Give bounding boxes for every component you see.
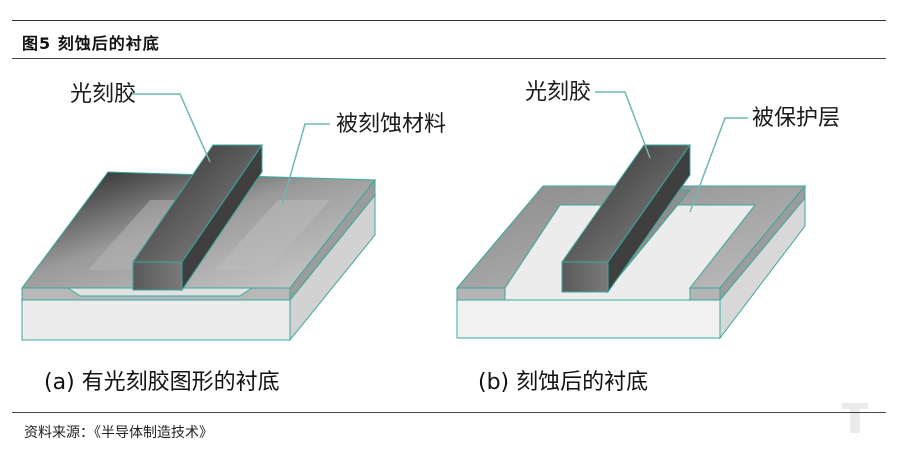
panel-a-leader-etched (281, 123, 330, 206)
panel-a-leader-photoresist (130, 93, 211, 163)
panel-b-label-protected-layer: 被保护层 (752, 106, 840, 131)
footer-rule (12, 412, 886, 413)
figure-title: 图5 刻蚀后的衬底 (22, 34, 160, 53)
header-bottom-rule (12, 58, 886, 59)
panel-b-substrate-front (456, 299, 721, 339)
watermark-logo (842, 403, 868, 433)
panel-b-resist-side (607, 143, 691, 294)
panel-a-label-photoresist: 光刻胶 (70, 82, 136, 107)
panel-a-structure (20, 143, 377, 342)
panel-a-resist-side (181, 143, 263, 292)
panel-a-caption: (a) 有光刻胶图形的衬底 (44, 370, 280, 395)
panel-b-frame-right-front (689, 287, 721, 301)
panel-a-layer-side (289, 178, 376, 302)
panel-b-leader-protected (689, 117, 748, 213)
panel-a-label-etched-material: 被刻蚀材料 (336, 112, 446, 137)
panel-b-resist-front (561, 261, 609, 293)
panel-b-structure (455, 143, 807, 340)
panel-b-frame-left-front (456, 287, 506, 301)
figure-source: 资料来源：《半导体制造技术》 (24, 425, 213, 441)
panel-a-trench-right (215, 200, 330, 270)
header-top-rule (12, 20, 886, 21)
panel-b-label-photoresist: 光刻胶 (525, 80, 591, 105)
panel-a-resist-front (132, 261, 183, 291)
panel-b-caption: (b) 刻蚀后的衬底 (478, 370, 648, 395)
panel-b-frame-side (719, 184, 806, 302)
panel-a-substrate-front (21, 299, 291, 341)
panel-b-leader-photoresist (595, 91, 651, 159)
